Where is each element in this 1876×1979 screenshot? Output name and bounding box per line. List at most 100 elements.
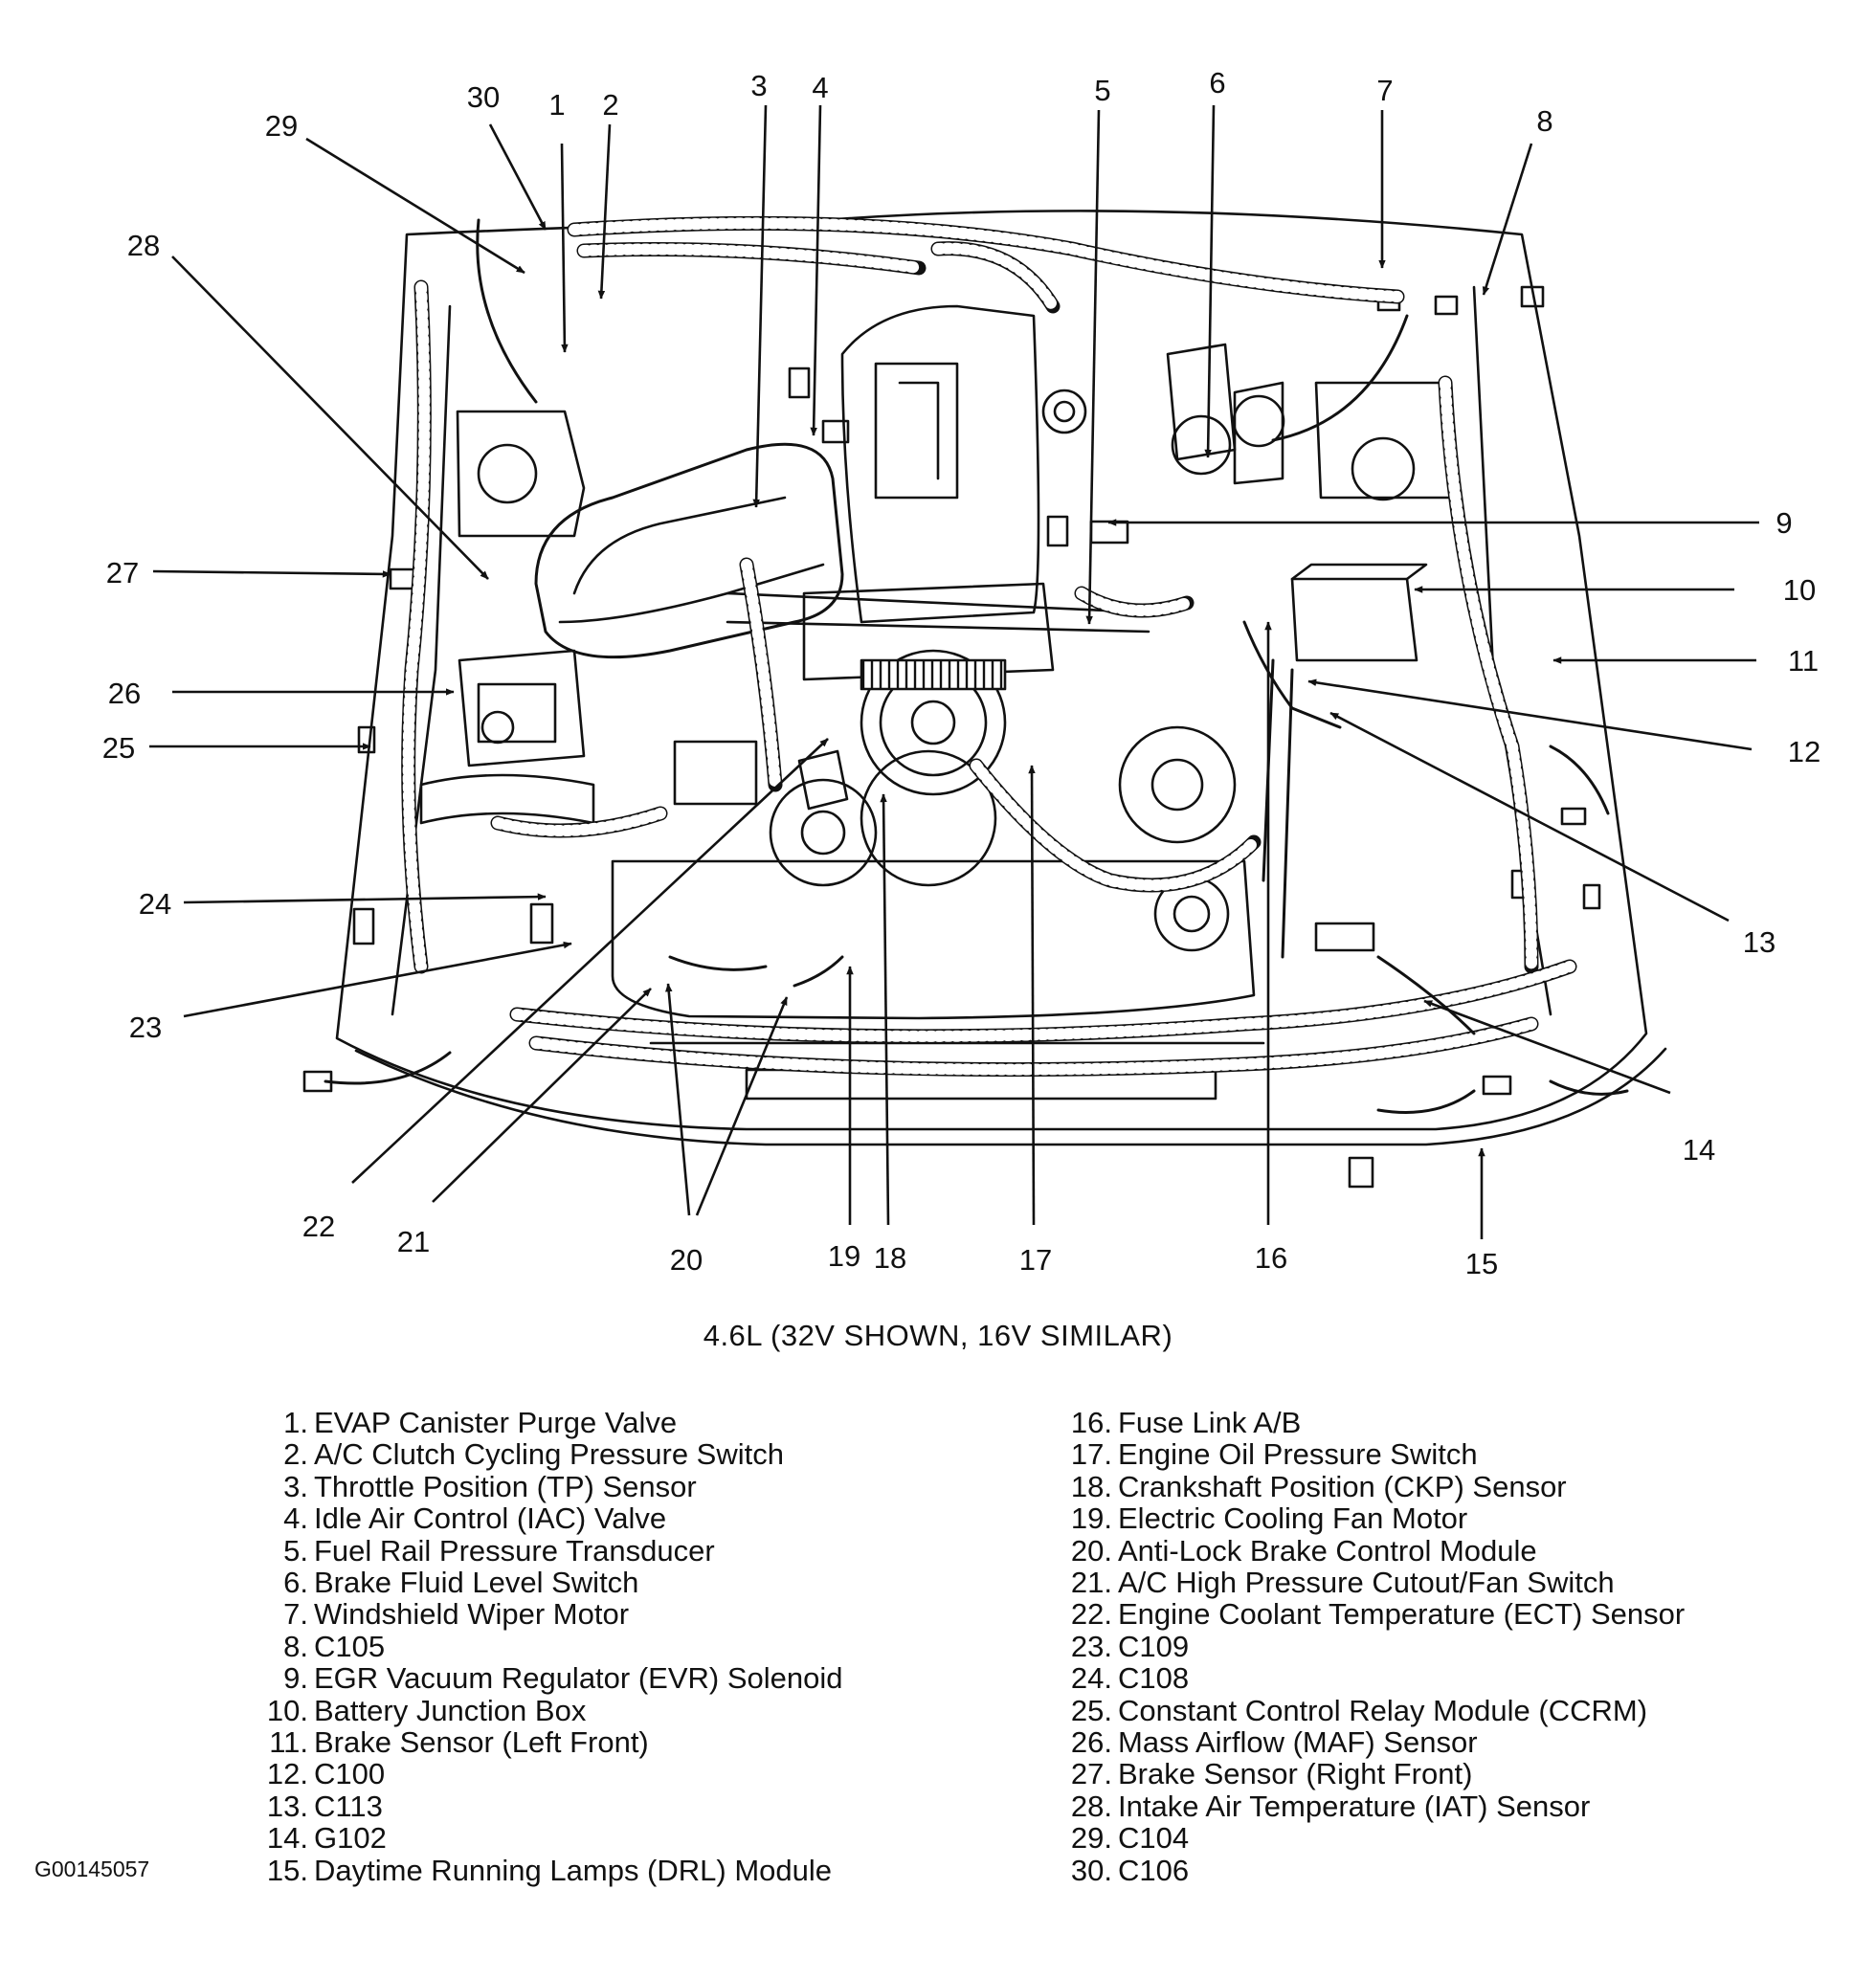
- leader-28: [171, 256, 489, 580]
- leader-6: [1204, 104, 1216, 458]
- legend-number: 11.: [269, 1725, 308, 1760]
- legend-item: 26.Mass Airflow (MAF) Sensor: [1043, 1726, 1685, 1759]
- legend-label: C109: [1118, 1629, 1190, 1663]
- engine-compartment-diagram: 1 2 3 4 5 6 7 8 9 10 11 12 13 14 15 16 1…: [102, 66, 1820, 1280]
- diagram-caption: 4.6L (32V SHOWN, 16V SIMILAR): [703, 1319, 1173, 1352]
- legend-number: 19.: [1070, 1501, 1112, 1536]
- callout-10: 10: [1783, 573, 1816, 607]
- callout-4: 4: [812, 71, 828, 104]
- legend-label: Daytime Running Lamps (DRL) Module: [314, 1853, 833, 1887]
- legend-item: 16.Fuse Link A/B: [1043, 1406, 1685, 1439]
- legend-label: Fuel Rail Pressure Transducer: [314, 1533, 715, 1568]
- leader-29: [305, 137, 525, 275]
- legend-label: EVAP Canister Purge Valve: [314, 1406, 678, 1439]
- legend-label: C105: [314, 1629, 386, 1663]
- legend-label: Engine Coolant Temperature (ECT) Sensor: [1118, 1597, 1686, 1632]
- callout-20: 20: [670, 1243, 703, 1277]
- legend-number: 22.: [1070, 1597, 1112, 1632]
- legend-number: 29.: [1070, 1821, 1112, 1856]
- leader-24: [183, 893, 547, 904]
- callout-8: 8: [1536, 104, 1552, 138]
- callout-23: 23: [129, 1011, 162, 1044]
- legend-item: 11.Brake Sensor (Left Front): [239, 1725, 843, 1760]
- legend-item: 10.Battery Junction Box: [239, 1694, 843, 1726]
- legend-item: 15.Daytime Running Lamps (DRL) Module: [239, 1853, 843, 1887]
- leader-3: [752, 104, 768, 508]
- legend-number: 5.: [283, 1533, 308, 1568]
- leader-20b: [695, 996, 789, 1216]
- leader-2: [597, 123, 612, 300]
- legend-number: 23.: [1070, 1629, 1112, 1663]
- leader-8: [1482, 143, 1533, 296]
- legend-item: 9.EGR Vacuum Regulator (EVR) Solenoid: [239, 1661, 843, 1696]
- legend-label: Intake Air Temperature (IAT) Sensor: [1118, 1789, 1591, 1823]
- leader-1: [560, 143, 569, 353]
- leader-27: [152, 569, 391, 578]
- callout-7: 7: [1376, 74, 1393, 107]
- callout-leaders: [149, 104, 1759, 1239]
- legend-item: 5.Fuel Rail Pressure Transducer: [239, 1533, 843, 1568]
- leader-17: [1028, 765, 1036, 1226]
- legend-item: 25.Constant Control Relay Module (CCRM): [1043, 1693, 1685, 1727]
- callout-25: 25: [102, 731, 135, 765]
- legend-number: 30.: [1070, 1853, 1112, 1887]
- legend-label: Electric Cooling Fan Motor: [1118, 1501, 1468, 1536]
- legend-number: 13.: [266, 1789, 308, 1823]
- legend-label: A/C High Pressure Cutout/Fan Switch: [1118, 1566, 1615, 1600]
- callout-17: 17: [1019, 1243, 1052, 1277]
- callout-28: 28: [127, 229, 160, 262]
- legend-item: 17.Engine Oil Pressure Switch: [1043, 1438, 1685, 1471]
- legend-label: C100: [314, 1757, 386, 1791]
- legend-item: 13.C113: [239, 1790, 843, 1822]
- legend-number: 15.: [266, 1853, 308, 1887]
- legend-number: 8.: [283, 1629, 308, 1663]
- callout-11: 11: [1788, 644, 1819, 678]
- legend-number: 25.: [1070, 1693, 1112, 1727]
- leader-21: [432, 988, 652, 1203]
- legend-label: C113: [314, 1789, 383, 1823]
- legend-item: 21.A/C High Pressure Cutout/Fan Switch: [1043, 1566, 1685, 1600]
- legend-item: 20.Anti-Lock Brake Control Module: [1043, 1534, 1685, 1567]
- callout-15: 15: [1465, 1247, 1498, 1280]
- legend-item: 28.Intake Air Temperature (IAT) Sensor: [1043, 1790, 1685, 1822]
- callout-29: 29: [265, 109, 298, 143]
- legend-label: A/C Clutch Cycling Pressure Switch: [314, 1437, 784, 1472]
- legend-item: 27.Brake Sensor (Right Front): [1043, 1758, 1685, 1790]
- legend-number: 3.: [283, 1469, 308, 1503]
- legend-number: 28.: [1070, 1789, 1112, 1823]
- callout-19: 19: [828, 1239, 860, 1273]
- callout-12: 12: [1788, 735, 1820, 768]
- leader-4: [810, 104, 822, 436]
- callout-2: 2: [602, 88, 618, 122]
- legend-item: 12.C100: [239, 1758, 843, 1790]
- legend-item: 8.C105: [239, 1629, 843, 1663]
- legend-label: C104: [1118, 1821, 1190, 1856]
- callout-21: 21: [397, 1225, 430, 1258]
- legend-number: 21.: [1070, 1566, 1112, 1600]
- legend-label: Windshield Wiper Motor: [314, 1597, 630, 1632]
- leader-18: [880, 793, 890, 1226]
- legend-number: 12.: [266, 1757, 308, 1791]
- callout-22: 22: [302, 1210, 335, 1243]
- legend-right: 16.Fuse Link A/B 17.Engine Oil Pressure …: [1043, 1407, 1685, 1886]
- legend-item: 3.Throttle Position (TP) Sensor: [239, 1469, 843, 1503]
- callout-numbers: 1 2 3 4 5 6 7 8 9 10 11 12 13 14 15 16 1…: [102, 66, 1820, 1280]
- legend-item: 22.Engine Coolant Temperature (ECT) Sens…: [1043, 1597, 1686, 1632]
- legend-number: 18.: [1070, 1469, 1112, 1503]
- callout-24: 24: [139, 887, 171, 921]
- legend-item: 4.Idle Air Control (IAC) Valve: [239, 1502, 843, 1535]
- legend-label: Brake Fluid Level Switch: [314, 1566, 639, 1600]
- legend-number: 14.: [266, 1821, 308, 1856]
- legend-item: 30.C106: [1043, 1853, 1685, 1887]
- legend-item: 23.C109: [1043, 1629, 1685, 1663]
- legend-label: EGR Vacuum Regulator (EVR) Solenoid: [314, 1661, 843, 1696]
- leader-12: [1307, 678, 1753, 751]
- legend-item: 1.EVAP Canister Purge Valve: [239, 1406, 843, 1439]
- legend-number: 16.: [1070, 1406, 1112, 1439]
- legend-label: Constant Control Relay Module (CCRM): [1118, 1693, 1648, 1727]
- callout-16: 16: [1255, 1241, 1287, 1275]
- legend-item: 7.Windshield Wiper Motor: [239, 1597, 843, 1632]
- legend-item: 14.G102: [239, 1821, 843, 1856]
- engine-artwork: [302, 210, 1667, 1189]
- leader-14: [1423, 999, 1671, 1095]
